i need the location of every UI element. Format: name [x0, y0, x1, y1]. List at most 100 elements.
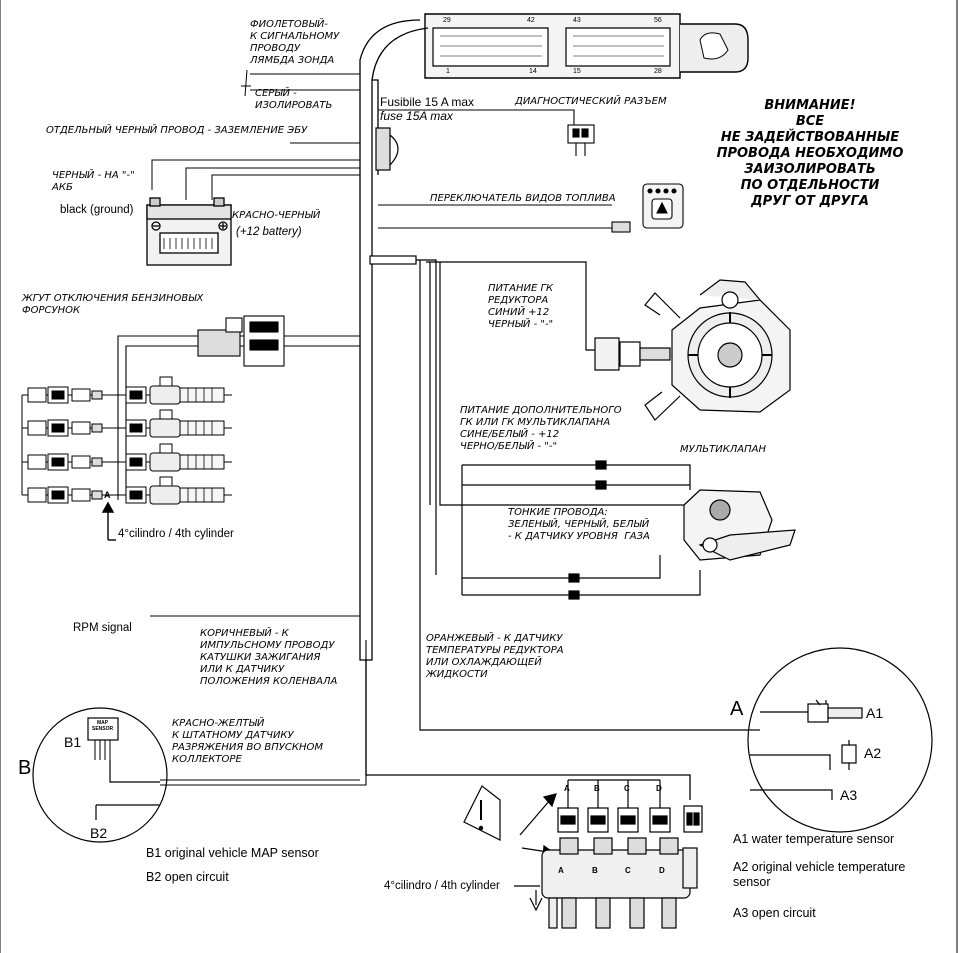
multivalve-label: МУЛЬТИКЛАПАН [680, 444, 767, 455]
injector-connector [91, 423, 103, 433]
injector-connector [129, 423, 143, 433]
rail-letter-b: B [592, 866, 598, 875]
injector-connector [71, 421, 91, 435]
injector-connector [129, 390, 143, 400]
gas-injector-tag-d: D [656, 784, 662, 793]
ecu-pin-1: 1 [446, 68, 450, 75]
rail-letter-a: A [558, 866, 564, 875]
warning-notice: ВНИМАНИЕ! ВСЕ НЕ ЗАДЕЙСТВОВАННЫЕ ПРОВОДА… [716, 98, 904, 209]
diag-connector-label: ДИАГНОСТИЧЕСКИЙ РАЗЪЕМ [515, 96, 667, 107]
petrol-injector [179, 454, 225, 470]
orange-wire-label: ОРАНЖЕВЫЙ - К ДАТЧИКУ ТЕМПЕРАТУРЫ РЕДУКТ… [426, 633, 564, 680]
petrol-injector [159, 476, 173, 486]
gas-injector-rail [463, 779, 703, 929]
battery-plus-label: (+12 battery) [236, 226, 302, 238]
ecu-connector [424, 13, 749, 79]
injector-harness [117, 315, 360, 500]
battery [146, 197, 232, 266]
injector-connector [51, 423, 65, 433]
petrol-injector [149, 418, 181, 438]
ecu-pin-42: 42 [527, 17, 535, 24]
cylinder4-bottom-label: 4°cilindro / 4th cylinder [384, 880, 500, 892]
brown-wire-label: КОРИЧНЕВЫЙ - К ИМПУЛЬСНОМУ ПРОВОДУ КАТУШ… [200, 628, 338, 687]
ecu-pin-15: 15 [573, 68, 581, 75]
injector-connector [27, 454, 47, 470]
a2-description: A2 original vehicle temperature sensor [733, 860, 906, 889]
petrol-injector [179, 487, 225, 503]
map-sensor-tag: MAP SENSOR [92, 720, 114, 732]
injector-connector [71, 488, 91, 502]
gas-reducer [585, 279, 791, 421]
injector-connector [71, 388, 91, 402]
injector-a-marker: A [104, 490, 111, 500]
rail-letter-d: D [659, 866, 665, 875]
ecu-pin-28: 28 [654, 68, 662, 75]
petrol-injector [187, 421, 213, 435]
a3-description: A3 open circuit [733, 906, 816, 920]
fuel-switch [378, 183, 684, 233]
petrol-injector [149, 452, 181, 472]
injector-connector [51, 490, 65, 500]
ecu-pin-56: 56 [654, 17, 662, 24]
injector-connector [71, 455, 91, 469]
gas-injector-tag-b: B [594, 784, 600, 793]
petrol-injector [187, 455, 213, 469]
injector-connector [129, 457, 143, 467]
injector-connector [129, 490, 143, 500]
battery-ground-label: black (ground) [60, 204, 134, 216]
fuse-holder [375, 127, 399, 171]
petrol-injector [159, 376, 173, 386]
injector-connector [51, 390, 65, 400]
petrol-injector [159, 409, 173, 419]
injector-connector [91, 490, 103, 500]
battery-negative-label: ЧЕРНЫЙ - НА "-" АКБ [52, 170, 135, 193]
injector-connector [51, 457, 65, 467]
petrol-injector [187, 488, 213, 502]
petrol-injector [179, 387, 225, 403]
injector-connector [27, 387, 47, 403]
gas-injector-tag-c: C [624, 784, 630, 793]
red-black-wire-label: КРАСНО-ЧЕРНЫЙ [232, 210, 321, 221]
b1-description: B1 original vehicle MAP sensor [146, 846, 319, 860]
petrol-injector [187, 388, 213, 402]
injector-connector [91, 457, 103, 467]
multivalve [461, 460, 796, 600]
rpm-signal-label: RPM signal [73, 622, 132, 634]
diagnostic-connector [378, 109, 595, 156]
injector-rows [21, 376, 232, 505]
ecu-ground-label: ОТДЕЛЬНЫЙ ЧЕРНЫЙ ПРОВОД - ЗАЗЕМЛЕНИЕ ЭБУ [46, 125, 308, 136]
thin-wires-label: ТОНКИЕ ПРОВОДА: ЗЕЛЕНЫЙ, ЧЕРНЫЙ, БЕЛЫЙ -… [508, 507, 650, 542]
ecu-pin-14: 14 [529, 68, 537, 75]
cylinder4-top-label: 4°cilindro / 4th cylinder [118, 528, 234, 540]
petrol-injector [149, 485, 181, 505]
grey-wire-label: СЕРЫЙ - ИЗОЛИРОВАТЬ [255, 88, 333, 111]
rail-letter-c: C [625, 866, 631, 875]
circle-b-title: B [18, 757, 32, 779]
gas-injector-tag-a: A [564, 784, 570, 793]
ecu-pin-43: 43 [573, 17, 581, 24]
injector-connector [27, 420, 47, 436]
circle-a3-label: A3 [840, 787, 858, 803]
petrol-injector [179, 420, 225, 436]
petrol-injector [149, 385, 181, 405]
circle-a-title: A [730, 698, 744, 720]
circle-a2-label: A2 [864, 745, 882, 761]
b2-description: B2 open circuit [146, 870, 229, 884]
circle-b-detail [32, 707, 168, 843]
fuel-switch-label: ПЕРЕКЛЮЧАТЕЛЬ ВИДОВ ТОПЛИВА [430, 193, 616, 204]
circle-b2-label: B2 [90, 825, 108, 841]
circle-a1-label: A1 [866, 705, 884, 721]
petrol-injector [159, 443, 173, 453]
injector-harness-label: ЖГУТ ОТКЛЮЧЕНИЯ БЕНЗИНОВЫХ ФОРСУНОК [22, 293, 204, 316]
circle-a-detail [747, 647, 933, 833]
ecu-pin-29: 29 [443, 17, 451, 24]
fuse-label-en: fuse 15A max [380, 109, 453, 123]
a1-description: A1 water temperature sensor [733, 832, 895, 846]
injector-connector [27, 487, 47, 503]
fuse-label: Fusibile 15 A max [380, 95, 475, 109]
violet-wire-label: ФИОЛЕТОВЫЙ- К СИГНАЛЬНОМУ ПРОВОДУ ЛЯМБДА… [250, 19, 340, 66]
red-yellow-wire-label: КРАСНО-ЖЕЛТЫЙ К ШТАТНОМУ ДАТЧИКУ РАЗРЯЖЕ… [172, 718, 323, 765]
extra-power-label: ПИТАНИЕ ДОПОЛНИТЕЛЬНОГО ГК ИЛИ ГК МУЛЬТИ… [460, 405, 622, 452]
